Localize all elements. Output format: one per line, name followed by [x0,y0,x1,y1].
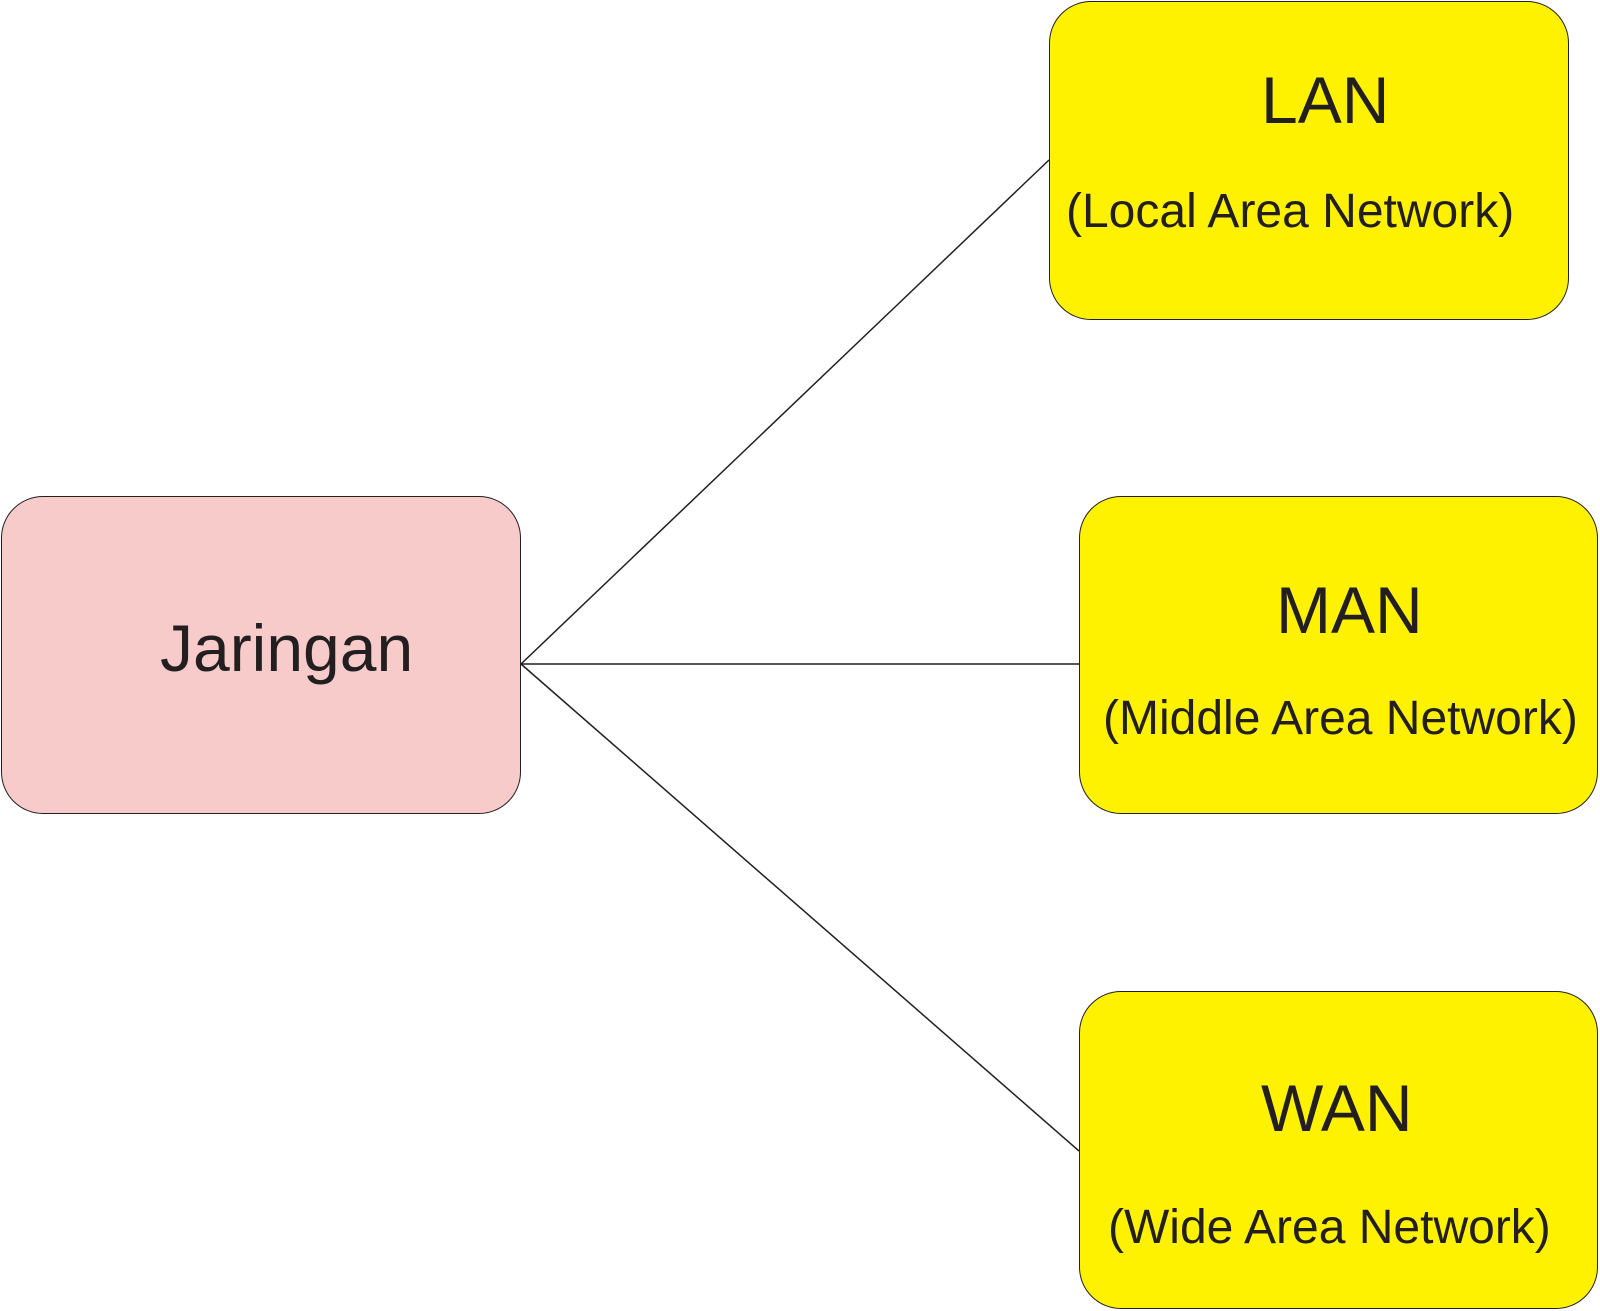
node-lan [1049,1,1569,320]
node-lan-full: (Local Area Network) [1066,185,1515,238]
node-man-abbr: MAN [1276,573,1423,647]
node-lan-abbr: LAN [1261,63,1390,137]
node-wan-full: (Wide Area Network) [1108,1201,1551,1254]
connector-lan [520,159,1050,665]
node-wan [1079,991,1598,1309]
connector-wan [520,663,1080,1152]
node-man-full: (Middle Area Network) [1103,692,1578,745]
root-label: Jaringan [160,611,414,685]
node-man [1079,496,1598,814]
root-node-jaringan [1,496,521,814]
node-wan-abbr: WAN [1261,1071,1413,1145]
